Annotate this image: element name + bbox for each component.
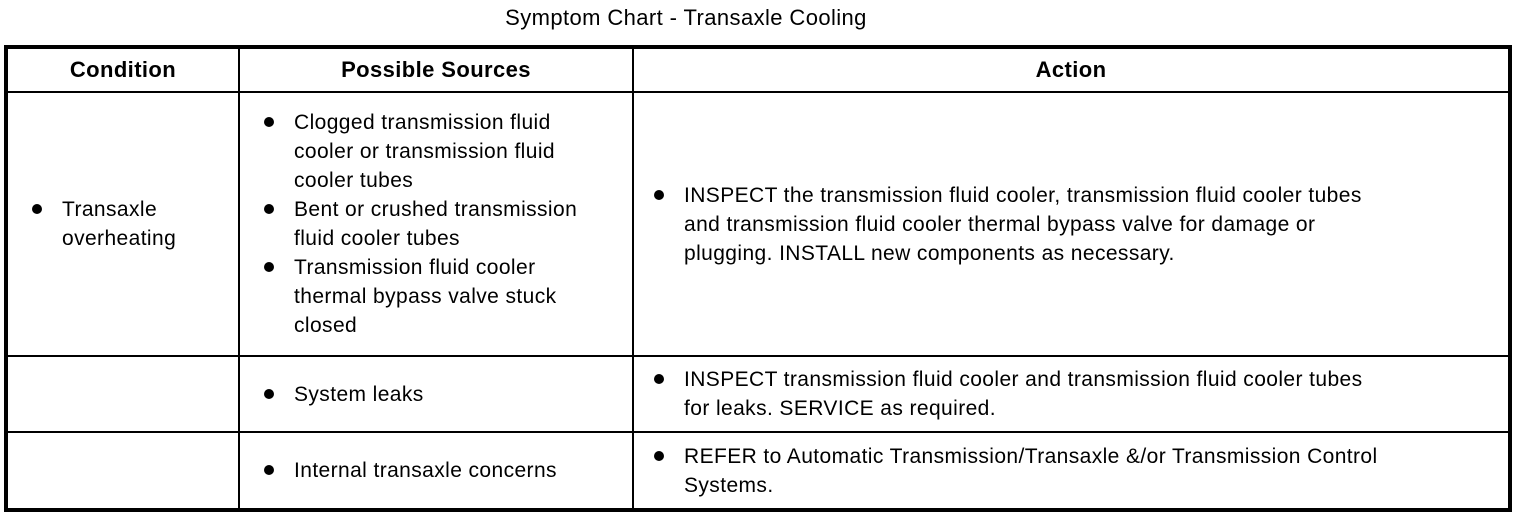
list-item: Bent or crushed transmission fluid coole… (240, 195, 632, 253)
sources-cell-row1: Clogged transmission fluid cooler or tra… (240, 93, 634, 357)
action-text: INSPECT the transmission fluid cooler, t… (684, 183, 1362, 265)
header-condition: Condition (8, 49, 240, 93)
action-cell-row2: INSPECT transmission fluid cooler and tr… (634, 357, 1508, 433)
sources-cell-row3: Internal transaxle concerns (240, 433, 634, 508)
list-item: INSPECT the transmission fluid cooler, t… (634, 181, 1508, 268)
list-item: Clogged transmission fluid cooler or tra… (240, 108, 632, 195)
sources-cell-row2: System leaks (240, 357, 634, 433)
action-cell-row3: REFER to Automatic Transmission/Transaxl… (634, 433, 1508, 508)
list-item: System leaks (240, 380, 632, 409)
bullet-icon (264, 388, 274, 399)
header-possible-sources-label: Possible Sources (341, 57, 531, 82)
header-action: Action (634, 49, 1508, 93)
condition-cell-row3-empty (8, 433, 240, 508)
bullet-icon (264, 204, 274, 214)
bullet-icon (32, 204, 42, 214)
bullet-icon (654, 450, 664, 461)
header-possible-sources: Possible Sources (240, 49, 634, 93)
symptom-table: Condition Possible Sources Action Transa… (4, 45, 1512, 512)
action-cell-row1: INSPECT the transmission fluid cooler, t… (634, 93, 1508, 357)
condition-cell-row2-empty (8, 357, 240, 433)
list-item: Transaxle overheating (8, 195, 238, 253)
source-text: System leaks (294, 382, 424, 406)
list-item: REFER to Automatic Transmission/Transaxl… (634, 442, 1508, 500)
action-text: INSPECT transmission fluid cooler and tr… (684, 368, 1363, 420)
bullet-icon (654, 189, 664, 200)
page-title: Symptom Chart - Transaxle Cooling (505, 5, 867, 30)
condition-text: Transaxle overheating (62, 198, 177, 250)
condition-cell-row1: Transaxle overheating (8, 93, 240, 357)
list-item: Transmission fluid cooler thermal bypass… (240, 253, 632, 340)
source-text: Transmission fluid cooler thermal bypass… (294, 256, 557, 337)
bullet-icon (264, 117, 274, 127)
source-text: Internal transaxle concerns (294, 459, 557, 482)
list-item: Internal transaxle concerns (240, 456, 632, 485)
action-text: REFER to Automatic Transmission/Transaxl… (684, 444, 1378, 497)
bullet-icon (654, 374, 664, 384)
bullet-icon (264, 262, 274, 272)
bullet-icon (264, 465, 274, 475)
header-action-label: Action (1035, 57, 1107, 82)
header-condition-label: Condition (69, 57, 177, 82)
source-text: Clogged transmission fluid cooler or tra… (294, 111, 555, 192)
source-text: Bent or crushed transmission fluid coole… (294, 198, 578, 250)
list-item: INSPECT transmission fluid cooler and tr… (634, 365, 1508, 423)
